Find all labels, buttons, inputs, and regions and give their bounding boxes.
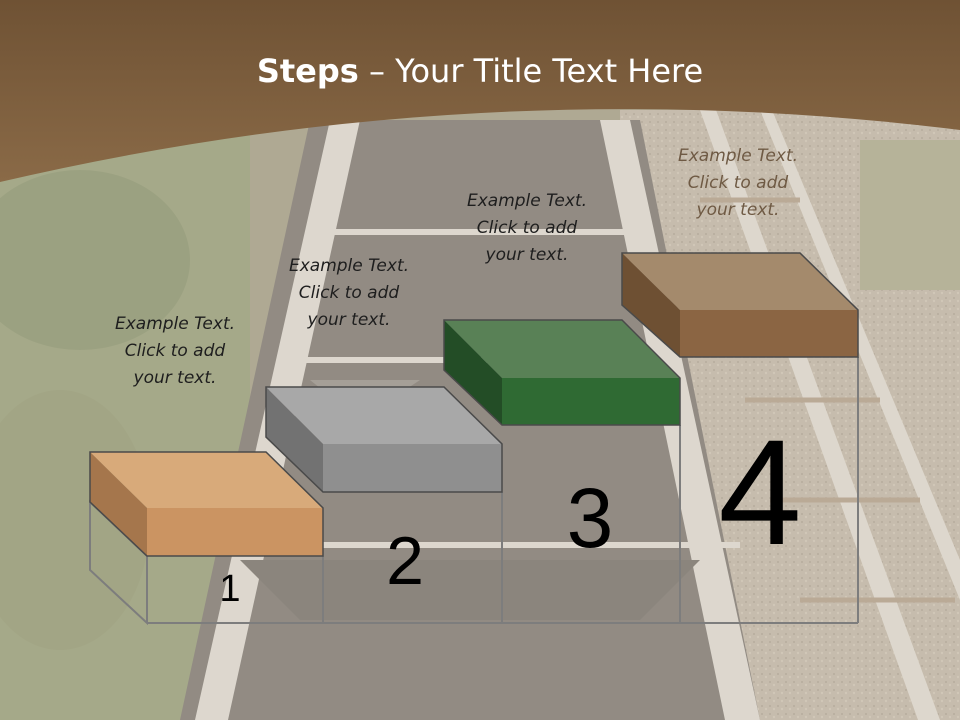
step-3-number: 3 xyxy=(566,471,614,565)
title-bold: Steps xyxy=(256,52,359,90)
step-2-line3: your text. xyxy=(307,310,391,330)
step-3-text[interactable]: Example Text. Click to add your text. xyxy=(437,188,617,269)
slide-title[interactable]: Steps – Your Title Text Here xyxy=(0,52,960,90)
step-1-line3: your text. xyxy=(133,368,217,388)
step-1-number: 1 xyxy=(219,568,241,610)
step-2-number: 2 xyxy=(386,523,424,599)
step-2-line2: Click to add xyxy=(298,283,400,303)
step-3-line3: your text. xyxy=(485,245,569,265)
step-2-line1: Example Text. xyxy=(288,256,410,276)
header-band xyxy=(0,0,960,182)
step-2-block xyxy=(266,387,502,492)
step-4-line2: Click to add xyxy=(687,173,789,193)
step-2-text[interactable]: Example Text. Click to add your text. xyxy=(259,253,439,334)
step-pillars xyxy=(89,357,859,626)
title-rest: – Your Title Text Here xyxy=(358,52,704,90)
step-3-line2: Click to add xyxy=(476,218,578,238)
step-4-number: 4 xyxy=(718,408,802,576)
step-1-line1: Example Text. xyxy=(114,314,236,334)
step-4-text[interactable]: Example Text. Click to add your text. xyxy=(648,143,828,224)
step-3-block xyxy=(444,320,680,425)
step-1-line2: Click to add xyxy=(124,341,226,361)
step-4-line1: Example Text. xyxy=(677,146,799,166)
block-outlines xyxy=(89,252,859,557)
step-4-block xyxy=(622,253,858,357)
step-3-line1: Example Text. xyxy=(466,191,588,211)
step-1-block xyxy=(90,452,323,556)
step-1-text[interactable]: Example Text. Click to add your text. xyxy=(85,311,265,392)
step-4-line3: your text. xyxy=(696,200,780,220)
